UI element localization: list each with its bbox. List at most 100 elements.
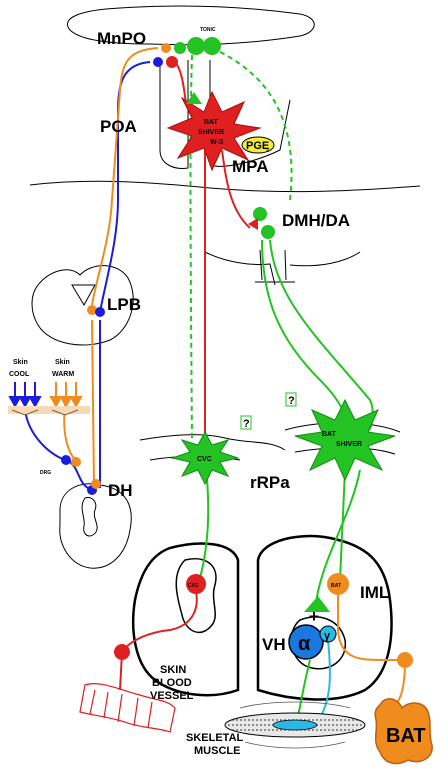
green-neuron-mnpo <box>174 42 186 54</box>
label-red-bat: BAT <box>204 119 219 126</box>
skin-layer <box>8 406 90 414</box>
skin-warm-arrows <box>49 382 83 409</box>
label-alpha: α <box>298 633 311 655</box>
spinal-left-half <box>131 542 240 697</box>
label-lpb: LPB <box>107 295 141 314</box>
label-skin-warm-2: WARM <box>52 371 74 378</box>
label-question-2: ? <box>288 395 295 407</box>
green-dmh-to-rrpa-bat <box>261 239 346 421</box>
label-skin-vessel-2: BLOOD <box>152 677 192 689</box>
orange-neuron-mnpo <box>161 43 171 53</box>
label-tonic: TONIC <box>200 27 216 33</box>
green-rrpa-shiver-to-vh <box>314 469 361 611</box>
blue-mnpo-to-lpb <box>99 61 151 313</box>
label-mnpo: MnPO <box>97 29 146 48</box>
label-gamma: γ <box>324 630 331 642</box>
red-mpa-to-dmh <box>221 149 251 229</box>
rrpa-bat-shiver-star <box>294 398 396 482</box>
label-pge: PGE <box>246 140 269 152</box>
labels: MnPO TONIC POA BAT SHIVER W-S PGE 2 MPA … <box>9 27 426 757</box>
label-pge-sub: 2 <box>266 148 269 154</box>
blue-neuron-mnpo <box>153 57 163 67</box>
question-box-1 <box>240 415 252 430</box>
label-wrs: W-S <box>210 139 224 146</box>
tonic-neuron-2 <box>203 37 221 55</box>
label-dmh-da: DMH/DA <box>282 211 350 230</box>
label-skin-vessel-3: VESSEL <box>150 690 194 702</box>
label-bat-rrpa: BAT <box>322 431 337 438</box>
green-pathways <box>189 47 374 723</box>
dmh-green-neuron-1 <box>253 207 267 221</box>
label-red-shiver: SHIVER <box>198 129 224 136</box>
orange-pathways <box>63 47 406 706</box>
label-iml-bat: BAT <box>331 583 341 589</box>
vessel-ganglion-neuron <box>114 644 130 660</box>
label-skin-vessel-1: SKIN <box>160 664 186 676</box>
dmh-outline <box>204 251 361 286</box>
red-neuron-mnpo <box>166 56 178 68</box>
label-mpa: MPA <box>232 157 269 176</box>
label-rrpa: rRPa <box>250 473 290 492</box>
skin-receptors <box>8 382 90 416</box>
orange-iml-to-bat <box>337 595 405 661</box>
green-dashed-tonic-dmh <box>211 47 293 201</box>
dh-spinal-cord <box>59 483 132 569</box>
muscle-stripes <box>228 719 362 731</box>
iml-bat-neuron <box>327 573 349 595</box>
label-skin-cool-1: Skin <box>13 359 28 366</box>
skin-blood-vessel <box>79 683 176 733</box>
lpb-neurons <box>87 305 105 317</box>
dmh-red-terminal <box>248 218 258 230</box>
label-bat-tissue: BAT <box>386 725 426 747</box>
orange-mnpo-to-lpb <box>91 47 159 306</box>
drg-dh-neurons <box>61 455 101 495</box>
hypothalamus-line <box>29 180 421 193</box>
vh-plus-terminal <box>304 596 330 612</box>
dmh-ventricle <box>255 249 295 283</box>
iml-cvc-neuron <box>186 574 206 594</box>
dh-orange-neuron <box>91 479 101 489</box>
dmh-green-neuron-2 <box>261 225 275 239</box>
label-skeletal-2: MUSCLE <box>194 745 240 757</box>
dmh-neurons <box>248 207 275 239</box>
label-shiver-rrpa: SHIVER <box>336 441 362 448</box>
label-question-1: ? <box>243 418 250 430</box>
gamma-motor-neuron <box>319 625 337 643</box>
skin-cool-arrows <box>8 382 42 409</box>
bat-tissue-shape <box>374 698 433 765</box>
lpb-blue-neuron <box>95 307 105 317</box>
mpa-star-neuron <box>166 90 262 172</box>
muscle-waves <box>239 701 351 749</box>
label-iml: IML <box>360 583 389 602</box>
mnpo-outline <box>67 5 315 46</box>
dh-grey <box>81 497 98 537</box>
label-iml-cvc: CVC <box>188 583 199 589</box>
rrpa-cvc-star <box>170 430 240 486</box>
label-cvc-rrpa: CVC <box>197 456 212 463</box>
green-dashed-mpa-rrpa <box>189 54 193 441</box>
label-dh: DH <box>108 481 133 500</box>
skin-fibers <box>11 409 79 416</box>
lpb-orange-neuron <box>87 305 97 315</box>
label-plus: + <box>309 607 319 626</box>
spinal-left-grey <box>175 558 217 634</box>
label-skin-cool-2: COOL <box>9 371 30 378</box>
label-skin-warm-1: Skin <box>55 359 70 366</box>
pge2-receptor <box>241 136 275 154</box>
skeletal-muscle <box>224 701 366 749</box>
tonic-neuron-1 <box>187 37 205 55</box>
label-vh: VH <box>262 635 286 654</box>
brain-outlines <box>29 5 421 569</box>
alpha-motor-neuron <box>288 624 324 660</box>
label-skeletal-1: SKELETAL <box>186 732 244 744</box>
spinal-cord <box>131 534 393 701</box>
drg-orange-neuron <box>71 457 81 467</box>
lpb-ventricle <box>71 284 96 307</box>
question-box-2 <box>285 392 297 407</box>
mpa-green-cap <box>186 92 202 104</box>
orange-lpb-to-dh <box>91 319 95 487</box>
lpb-outline <box>31 265 134 346</box>
bat-ganglion-neuron <box>397 652 413 668</box>
